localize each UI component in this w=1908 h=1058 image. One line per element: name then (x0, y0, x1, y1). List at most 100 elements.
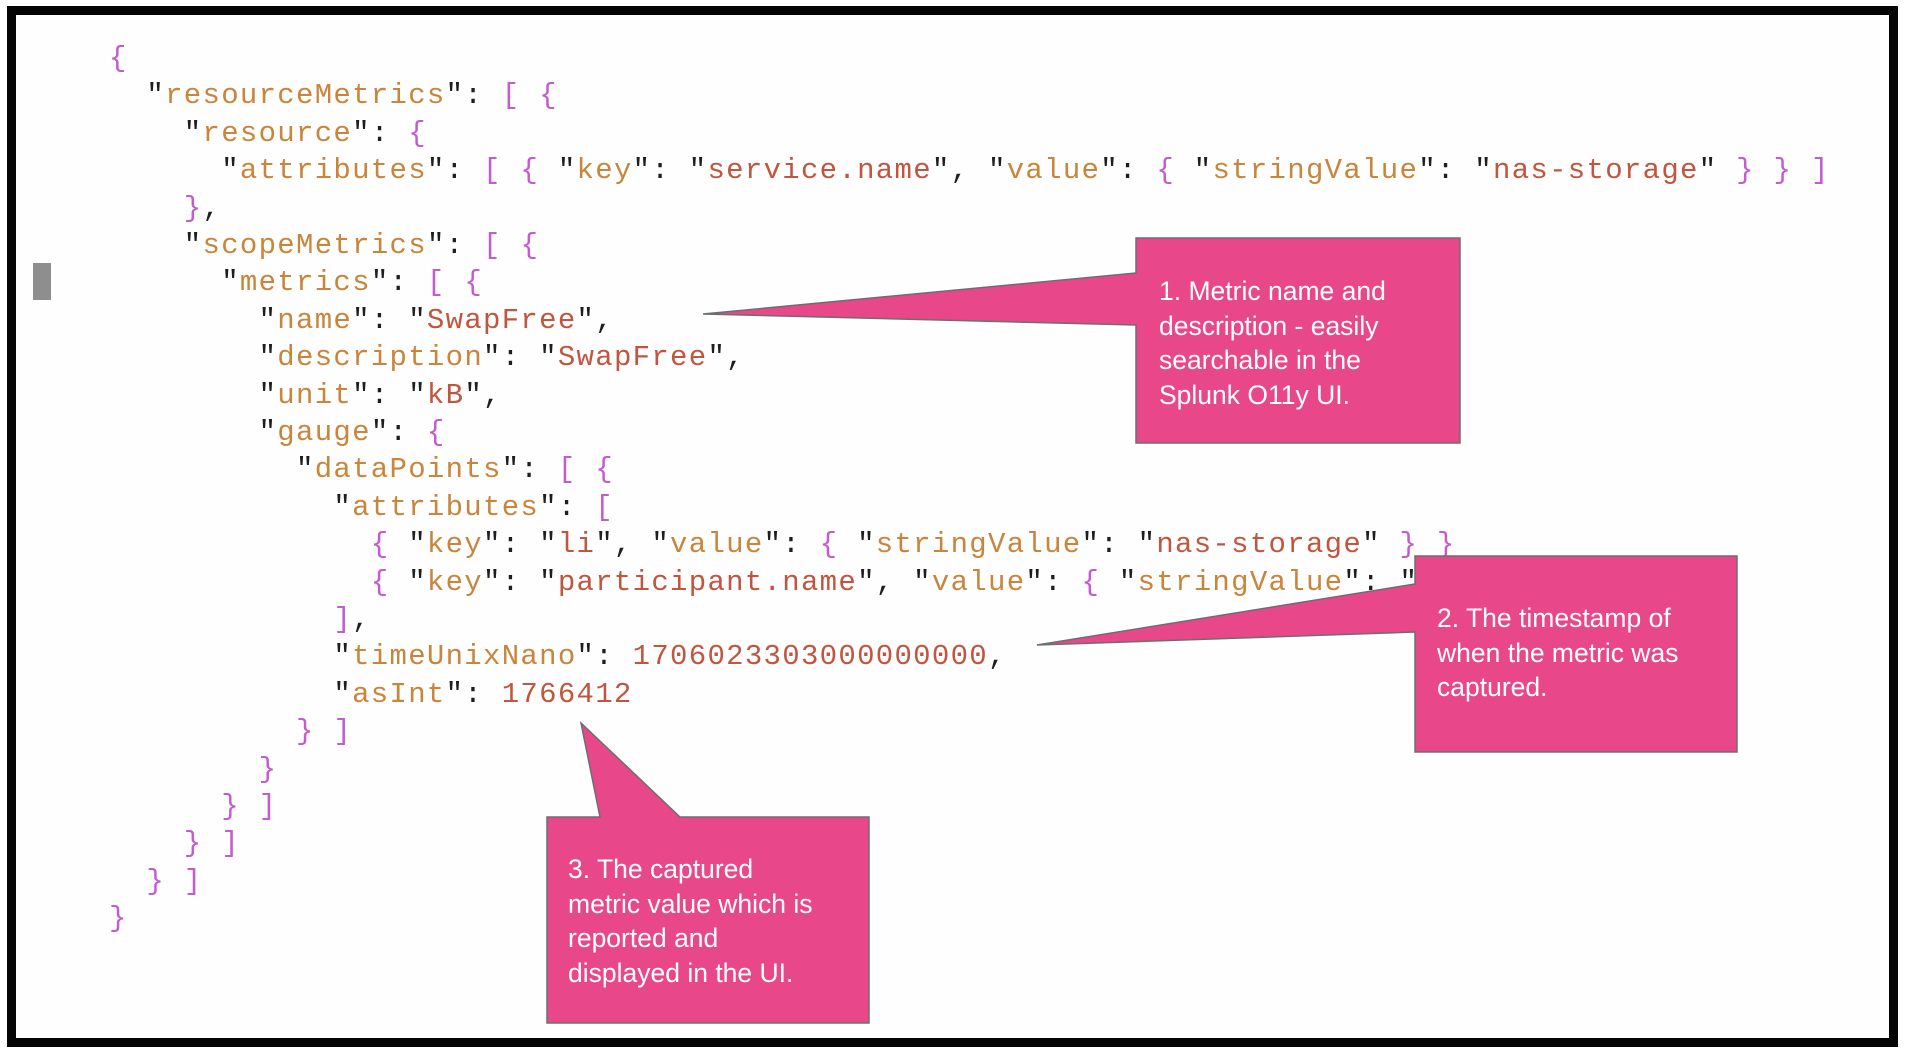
code-line: "dataPoints": [ { (296, 451, 614, 488)
json-key: gauge (277, 416, 371, 449)
json-bracket: } (109, 902, 128, 936)
json-bracket: { (1081, 565, 1119, 599)
json-key: metrics (239, 266, 371, 300)
callout-2-line: 2. The timestamp of (1437, 603, 1671, 633)
json-key: value (670, 528, 764, 562)
code-line: }, (184, 190, 221, 227)
json-key: timeUnixNano (352, 640, 577, 674)
json-punctuation: ", (707, 341, 745, 375)
json-punctuation: ": " (483, 528, 558, 562)
json-bracket: } ] (296, 715, 353, 749)
code-line: "name": "SwapFree", (259, 302, 614, 339)
json-bracket: } (183, 191, 203, 225)
code-line: } (109, 900, 128, 937)
json-punctuation: ": (370, 266, 427, 300)
json-punctuation: ": " (352, 378, 427, 412)
callout-3-line: reported and (568, 923, 719, 953)
json-punctuation: " (408, 565, 427, 599)
json-key: resourceMetrics (165, 79, 446, 113)
callout-3-line: 3. The captured (568, 854, 754, 884)
json-string: kB (426, 378, 465, 412)
json-key: name (277, 303, 353, 337)
json-number: 1766412 (501, 677, 633, 711)
json-bracket: [ { (426, 266, 484, 300)
json-punctuation: " (557, 154, 577, 188)
json-punctuation: ": " (483, 565, 558, 599)
json-punctuation: ": (1100, 154, 1157, 188)
json-punctuation: " (183, 229, 203, 262)
json-bracket: { (408, 116, 427, 150)
json-punctuation: ": (1025, 565, 1082, 599)
json-punctuation: ": (370, 416, 427, 449)
json-string: nas-storage (1156, 528, 1363, 562)
json-punctuation: ": (445, 79, 502, 113)
json-punctuation: " (333, 640, 353, 674)
code-line: "attributes": [ { "key": "service.name",… (221, 152, 1829, 189)
callout-1-text: 1. Metric name and description - easily … (1159, 274, 1386, 412)
json-punctuation: " (221, 266, 240, 300)
json-key: stringValue (1212, 154, 1419, 188)
json-key: key (426, 565, 484, 599)
json-key: dataPoints (314, 453, 502, 487)
json-punctuation: ": (352, 116, 409, 150)
json-string: li (557, 528, 596, 562)
callout-1-line: description - easily (1159, 310, 1379, 341)
json-key: value (931, 565, 1026, 599)
json-punctuation: ": " (483, 341, 558, 375)
json-punctuation: " (1118, 565, 1138, 599)
json-punctuation: ": (445, 677, 502, 711)
callout-1-shape (702, 237, 1461, 444)
code-line: "metrics": [ { (221, 264, 483, 301)
json-punctuation: " (333, 677, 353, 711)
callout-1-line: 1. Metric name and (1159, 276, 1386, 306)
json-bracket: { (426, 416, 446, 449)
json-punctuation: ", " (857, 565, 932, 599)
code-line: "unit": "kB", (259, 377, 502, 414)
code-line: } ] (221, 788, 277, 825)
json-punctuation: ", (464, 378, 502, 412)
json-key: stringValue (875, 528, 1082, 562)
code-line: "scopeMetrics": [ { (184, 227, 539, 264)
json-bracket: [ { (483, 229, 540, 262)
code-line: "resourceMetrics": [ { (146, 77, 557, 114)
json-bracket: [ { (501, 79, 558, 113)
json-punctuation: " (333, 490, 353, 524)
json-bracket: [ (595, 490, 614, 524)
json-string: participant.name (557, 565, 858, 599)
json-key: resource (202, 116, 353, 150)
json-punctuation: " (183, 116, 203, 150)
json-key: asInt (352, 677, 446, 711)
json-punctuation: " (258, 341, 278, 375)
json-punctuation: " (258, 303, 278, 337)
code-line: "timeUnixNano": 1706023303000000000, (333, 638, 1006, 675)
json-punctuation: " (258, 378, 278, 412)
callout-2-line: captured. (1437, 672, 1548, 702)
json-bracket: } ] (146, 864, 203, 898)
json-bracket: { (819, 528, 858, 562)
json-string: SwapFree (557, 341, 708, 375)
json-punctuation: ": " (352, 303, 427, 337)
json-punctuation: ": " (1081, 528, 1157, 562)
json-punctuation: " (857, 528, 876, 562)
json-bracket: { (1156, 154, 1194, 188)
json-punctuation: ": " (1418, 154, 1493, 188)
json-bracket: { (109, 42, 128, 75)
json-punctuation: " (408, 528, 427, 562)
json-key: key (576, 154, 633, 188)
callout-1-line: Splunk O11y UI. (1159, 379, 1350, 410)
json-number: 1706023303000000000 (632, 640, 988, 674)
json-bracket: } } ] (1736, 154, 1830, 188)
code-line: "gauge": { (259, 414, 446, 451)
json-punctuation: ": (763, 528, 820, 562)
json-punctuation: " (296, 453, 315, 487)
json-string: service.name (707, 154, 932, 188)
json-punctuation: ", (576, 303, 614, 337)
json-bracket: } ] (183, 827, 240, 861)
json-bracket: } } (1399, 528, 1456, 562)
callout-3-shape (546, 720, 870, 1024)
json-key: value (1006, 154, 1101, 188)
json-key: description (277, 341, 484, 375)
json-punctuation: , (988, 640, 1007, 674)
json-punctuation: , (352, 603, 371, 636)
json-key: stringValue (1137, 565, 1344, 599)
